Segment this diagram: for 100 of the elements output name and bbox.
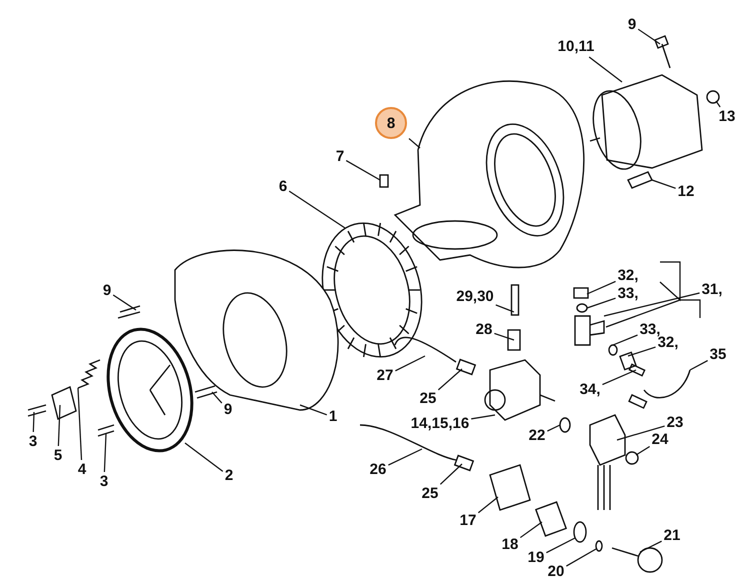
plug-icon xyxy=(379,174,389,188)
callout-number: 25 xyxy=(420,391,436,407)
leader-line xyxy=(184,442,224,472)
leader-line xyxy=(408,138,420,148)
leader-line xyxy=(77,388,82,460)
leader-line xyxy=(586,280,616,295)
tube-icon xyxy=(510,284,520,316)
screw-icon xyxy=(27,404,47,417)
screw-icon xyxy=(97,424,115,437)
callout-number: 20 xyxy=(548,564,564,580)
callout-number: 1 xyxy=(328,409,338,425)
callout-number: 25 xyxy=(422,486,438,502)
fitting-icon xyxy=(456,358,476,376)
screw-icon xyxy=(194,385,218,399)
leader-line xyxy=(438,368,462,390)
tee-fitting-icon xyxy=(574,315,605,346)
bracket-plate-icon xyxy=(51,386,77,420)
callout-number: 32, xyxy=(658,335,678,351)
leader-line xyxy=(602,369,636,386)
callout-number: 28 xyxy=(476,322,492,338)
motor-drawing xyxy=(590,74,703,170)
nozzle-icon xyxy=(507,329,521,351)
leader-line xyxy=(628,346,656,357)
callout-number: 13 xyxy=(718,109,736,125)
leader-line xyxy=(612,334,638,346)
leader-line xyxy=(494,332,514,341)
leader-line xyxy=(690,360,708,371)
leader-line xyxy=(440,464,462,485)
o-ring-icon xyxy=(595,540,603,552)
callout-number: 22 xyxy=(528,428,546,444)
leader-line xyxy=(478,496,498,514)
callout-number: 24 xyxy=(652,432,668,448)
callout-number: 33, xyxy=(618,286,638,302)
callout-number: 35 xyxy=(710,347,726,363)
callout-number: 32, xyxy=(618,268,638,284)
filter-housing-drawing xyxy=(489,464,531,511)
nut-icon xyxy=(706,90,720,104)
callout-number: 23 xyxy=(666,415,684,431)
callout-number: 9 xyxy=(224,402,232,418)
spring-icon xyxy=(78,359,100,389)
callout-number: 2 xyxy=(224,468,234,484)
callout-number: 7 xyxy=(336,149,344,165)
screw-icon xyxy=(117,305,141,319)
callout-number: 19 xyxy=(528,550,544,566)
callout-number: 33, xyxy=(640,322,660,338)
cover-plate-drawing xyxy=(106,328,194,452)
leader-line xyxy=(716,100,721,108)
leader-line xyxy=(288,190,346,228)
leader-line xyxy=(520,522,542,538)
leader-line xyxy=(32,412,35,432)
leader-line xyxy=(300,404,328,416)
callout-number: 34, xyxy=(580,382,600,398)
leader-line xyxy=(566,548,596,567)
o-ring-icon xyxy=(573,521,587,543)
callout-number: 17 xyxy=(460,513,476,529)
leader-line xyxy=(546,537,576,554)
ferrule-icon xyxy=(608,344,618,356)
callout-number: 3 xyxy=(100,474,108,490)
callout-number: 9 xyxy=(628,17,636,33)
leader-line xyxy=(212,392,222,404)
leader-line xyxy=(588,56,622,82)
leader-line xyxy=(104,434,107,472)
callout-number: 10,11 xyxy=(558,39,594,55)
solenoid-coil-drawing xyxy=(589,414,626,511)
pipe-icon xyxy=(628,363,648,409)
callout-number: 27 xyxy=(376,368,394,384)
leader-line xyxy=(112,294,136,310)
leader-line xyxy=(471,414,496,420)
leader-line xyxy=(604,292,700,317)
leader-line xyxy=(616,425,665,441)
blower-wheel-drawing xyxy=(322,222,422,358)
hose-drawing xyxy=(643,370,691,398)
leader-line xyxy=(395,355,426,372)
fitting-icon xyxy=(454,454,474,472)
filter-icon xyxy=(534,501,568,537)
fan-housing-drawing xyxy=(394,80,584,268)
leader-line xyxy=(638,28,660,44)
hose-drawing xyxy=(394,336,456,363)
callout-number: 29,30 xyxy=(456,289,494,305)
washer-icon xyxy=(559,417,571,433)
callout-number: 26 xyxy=(370,462,386,478)
screw-icon xyxy=(654,35,671,69)
callout-number: 5 xyxy=(54,448,62,464)
nut-icon xyxy=(573,287,589,299)
highlighted-callout-number: 8 xyxy=(375,107,407,139)
callout-number: 18 xyxy=(502,537,518,553)
leader-line xyxy=(652,179,676,189)
ferrule-icon xyxy=(576,303,588,313)
callout-number: 4 xyxy=(78,462,86,478)
callout-number: 6 xyxy=(278,179,288,195)
leader-line xyxy=(586,298,616,309)
knob-icon xyxy=(612,547,663,573)
callout-number: 9 xyxy=(102,283,112,299)
leader-line xyxy=(640,540,662,553)
leader-line xyxy=(58,404,61,446)
pump-drawing xyxy=(484,359,556,421)
leader-line xyxy=(636,446,650,456)
nut-icon xyxy=(625,451,639,465)
bolt-icon xyxy=(627,171,653,189)
leader-line xyxy=(388,448,422,466)
